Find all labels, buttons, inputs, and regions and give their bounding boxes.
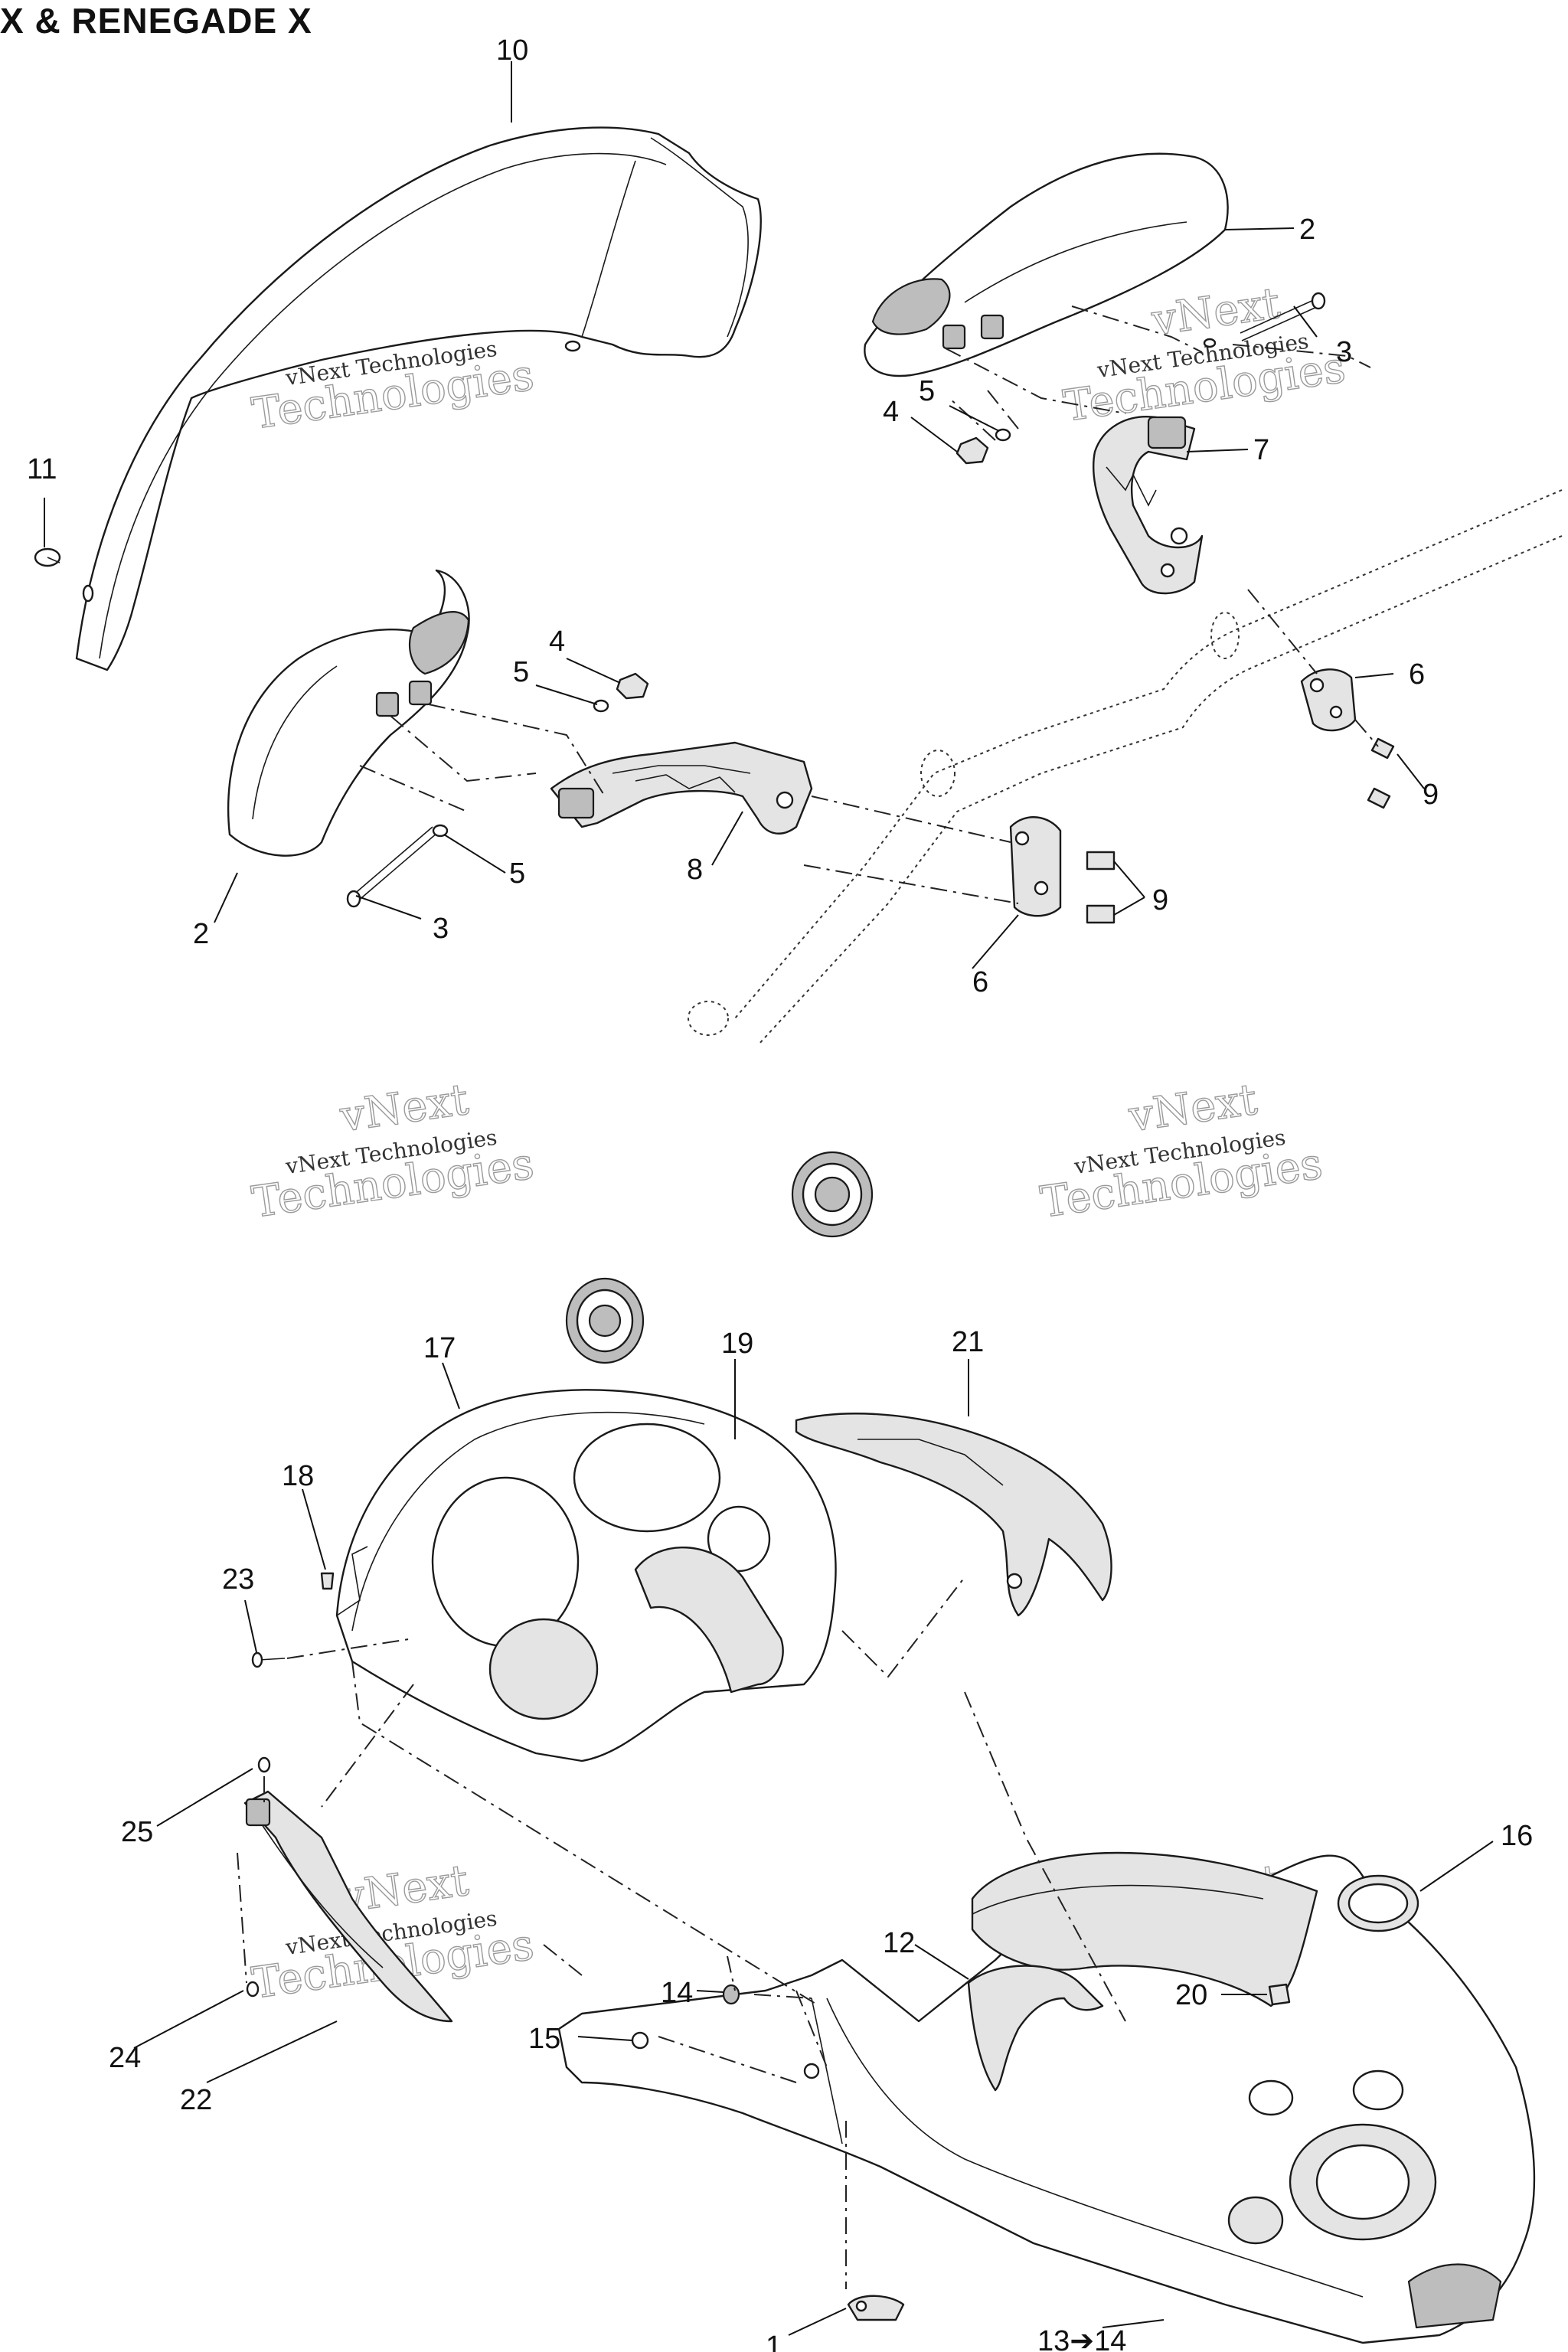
callout-5: 5 — [509, 858, 525, 890]
windshield-part — [75, 126, 762, 671]
callout-14: 14 — [661, 1977, 693, 2009]
callout-13-14: 13➔14 — [1037, 2325, 1126, 2352]
assembly-lines — [237, 305, 1379, 2289]
callout-2: 2 — [1299, 214, 1315, 246]
clip-20 — [1268, 1983, 1291, 2006]
callout-19: 19 — [721, 1328, 753, 1360]
nut-washer-top — [956, 428, 1011, 465]
nut-washer-left — [593, 672, 649, 713]
lower-panel-1 — [557, 1851, 1536, 2344]
callout-16: 16 — [1501, 1820, 1533, 1852]
bracket-left — [550, 741, 813, 835]
handlebar-outline — [688, 489, 1563, 1046]
fastener-11 — [34, 547, 61, 567]
bolt-3-right — [1203, 292, 1326, 348]
callout-9: 9 — [1423, 779, 1439, 811]
diagram-title: X & RENEGADE X — [0, 1, 312, 41]
trim-22 — [243, 1790, 453, 2023]
screw-24 — [246, 1981, 260, 1998]
callout-12: 12 — [883, 1927, 915, 1959]
handguard-left — [227, 569, 470, 857]
cover-12 — [967, 1965, 1104, 2092]
callout-8: 8 — [687, 854, 703, 886]
ring-16 — [1337, 1874, 1419, 1932]
callout-24: 24 — [109, 2042, 141, 2074]
callout-2: 2 — [193, 918, 209, 950]
callout-3: 3 — [433, 913, 449, 945]
callout-5: 5 — [919, 375, 935, 407]
side-panel-21 — [795, 1413, 1112, 1617]
rivet-15 — [631, 2031, 649, 2050]
callout-5: 5 — [513, 656, 529, 688]
callout-4: 4 — [883, 396, 899, 428]
callout-23: 23 — [222, 1563, 254, 1596]
bolt-9-left — [1086, 851, 1116, 924]
callout-3: 3 — [1336, 336, 1352, 368]
callout-22: 22 — [180, 2084, 212, 2116]
screw-23 — [251, 1651, 286, 1668]
emblem-logo-small — [565, 1277, 645, 1364]
rivet-14 — [722, 1984, 740, 2005]
callout-10: 10 — [496, 34, 528, 67]
bolt-9-right — [1367, 737, 1395, 809]
callout-21: 21 — [952, 1326, 984, 1358]
callout-18: 18 — [282, 1460, 314, 1492]
screw-25 — [257, 1756, 271, 1773]
callout-20: 20 — [1175, 1979, 1207, 2011]
bolt-3-left — [346, 824, 449, 908]
callout-6: 6 — [1409, 658, 1425, 691]
callout-17: 17 — [423, 1332, 456, 1364]
bracket-right — [1093, 416, 1204, 595]
callout-11: 11 — [27, 453, 57, 485]
callout-15: 15 — [528, 2023, 560, 2055]
handguard-right — [864, 152, 1229, 377]
gauge-support-17 — [335, 1389, 837, 1762]
callout-25: 25 — [121, 1816, 153, 1848]
callout-6: 6 — [972, 966, 988, 998]
clamp-left — [1009, 816, 1062, 917]
screw-18 — [320, 1572, 335, 1590]
leader-lines — [44, 61, 1494, 2336]
emblem-logo — [791, 1151, 874, 1238]
clamp-right — [1300, 668, 1357, 732]
callout-7: 7 — [1253, 434, 1269, 466]
callout-9: 9 — [1152, 884, 1168, 916]
callout-1: 1 — [766, 2331, 782, 2352]
callout-4: 4 — [549, 626, 565, 658]
callout-labels: 10 2 3 4 5 7 11 4 5 6 9 5 8 2 3 9 6 17 1… — [27, 34, 1533, 2352]
bracket-small-1 — [847, 2295, 905, 2321]
